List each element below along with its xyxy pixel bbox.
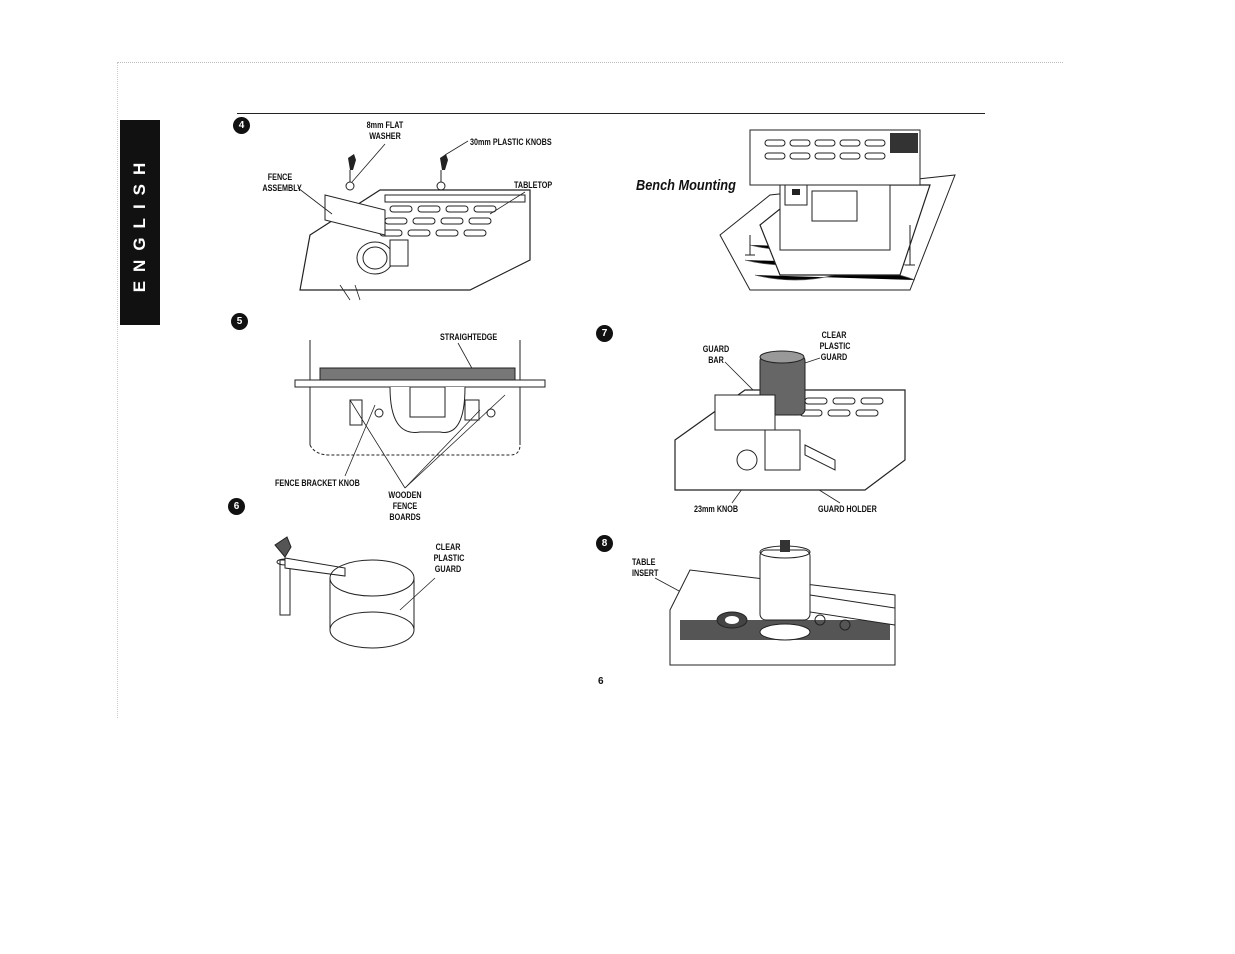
page-sheet [117,62,1063,718]
step-number-7: 7 [596,325,613,342]
figure-guard-installed [675,350,905,495]
label-wooden-fence-boards: WOODEN FENCE BOARDS [388,490,422,522]
header-rule [237,113,985,114]
label-fence-bracket-knob: FENCE BRACKET KNOB [275,478,360,488]
label-fence-assembly: FENCE ASSEMBLY [262,172,302,193]
label-guard-bar: GUARD BAR [702,344,730,365]
label-plastic-knobs: 30mm PLASTIC KNOBS [470,137,552,147]
figure-bench-mounting [720,125,955,300]
figure-straightedge [295,335,545,460]
label-table-insert: TABLE INSERT [632,557,659,578]
figure-clear-guard [265,530,435,660]
step-number-4: 4 [233,117,250,134]
step-number-8: 8 [596,535,613,552]
step-number-6: 6 [228,498,245,515]
label-straightedge: STRAIGHTEDGE [440,332,498,342]
section-title: Bench Mounting [636,177,736,194]
label-flat-washer: 8mm FLAT WASHER [365,120,405,142]
figure-table-insert [670,540,895,670]
label-guard-holder: GUARD HOLDER [818,504,877,514]
label-23mm-knob: 23mm KNOB [694,504,739,514]
label-clear-plastic-guard-6: CLEAR PLASTIC GUARD [433,542,465,574]
page-number: 6 [598,676,604,687]
language-tab: ENGLISH [120,120,160,325]
label-clear-plastic-guard-7: CLEAR PLASTIC GUARD [819,330,851,362]
step-number-5: 5 [231,313,248,330]
figure-fence-assembly [290,154,540,300]
label-flat-washer-text: 8mm FLAT WASHER [366,120,404,141]
label-tabletop: TABLETOP [514,180,553,190]
